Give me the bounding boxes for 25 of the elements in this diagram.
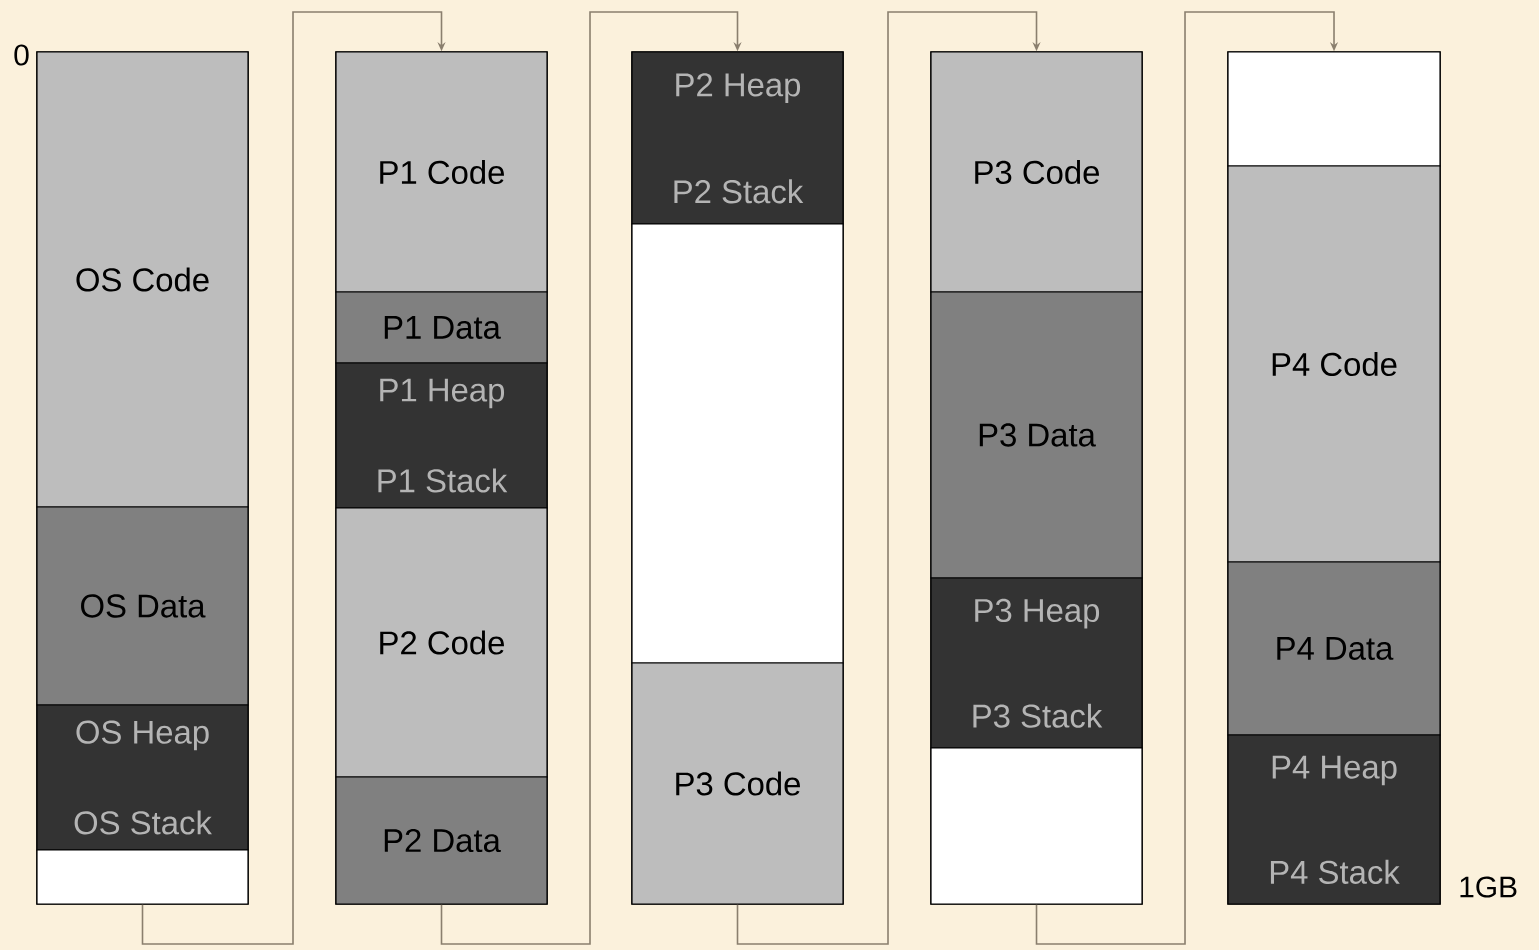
free-segment: [930, 747, 1143, 905]
memory-segment: OS Data: [36, 506, 249, 706]
memory-segment: P2 Code: [335, 507, 548, 778]
memory-segment: P3 Code: [930, 51, 1143, 293]
free-segment: [1227, 51, 1441, 167]
memory-segment: P4 Data: [1227, 561, 1441, 736]
memory-segment: OS Code: [36, 51, 249, 508]
address-label: 0: [14, 44, 29, 66]
memory-segment: P2 Heap P2 Stack: [631, 51, 844, 225]
memory-segment: OS Heap OS Stack: [36, 704, 249, 851]
memory-segment: P3 Data: [930, 291, 1143, 579]
memory-segment: P2 Data: [335, 776, 548, 905]
connector-arrow: [736, 11, 1041, 945]
memory-segment: P1 Code: [335, 51, 548, 293]
free-segment: [36, 849, 249, 905]
memory-segment: P1 Heap P1 Stack: [335, 362, 548, 509]
memory-segment: P4 Heap P4 Stack: [1227, 734, 1441, 905]
connector-arrow: [141, 11, 446, 945]
free-segment: [631, 223, 844, 664]
memory-segment: P1 Data: [335, 291, 548, 364]
connector-arrow: [440, 11, 742, 945]
memory-segment: P3 Code: [631, 662, 844, 905]
connector-arrow: [1035, 11, 1339, 945]
memory-segment: P3 Heap P3 Stack: [930, 577, 1143, 749]
memory-segment: P4 Code: [1227, 165, 1441, 563]
